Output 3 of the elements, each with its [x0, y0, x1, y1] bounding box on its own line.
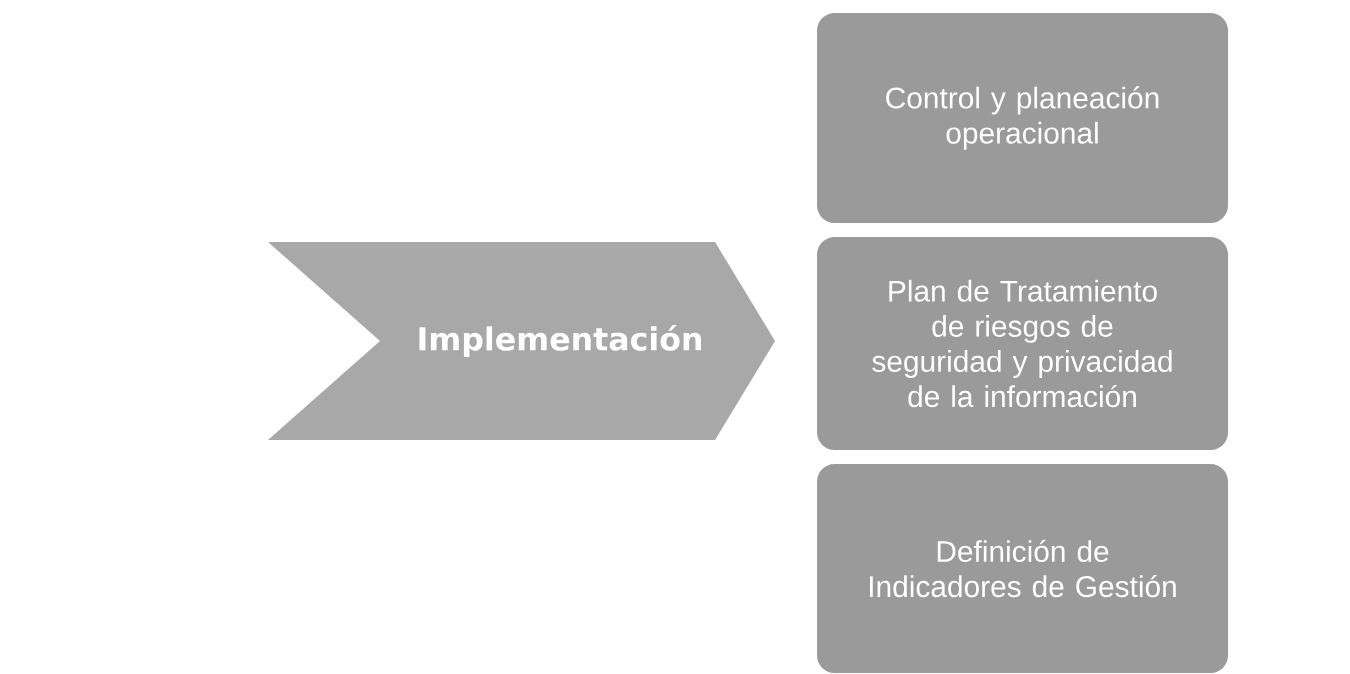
process-box: Control y planeación operacional: [817, 13, 1228, 223]
process-box: Plan de Tratamiento de riesgos de seguridad y privacidad de la información: [817, 237, 1228, 450]
process-box: Definición de Indicadores de Gestión: [817, 464, 1228, 673]
